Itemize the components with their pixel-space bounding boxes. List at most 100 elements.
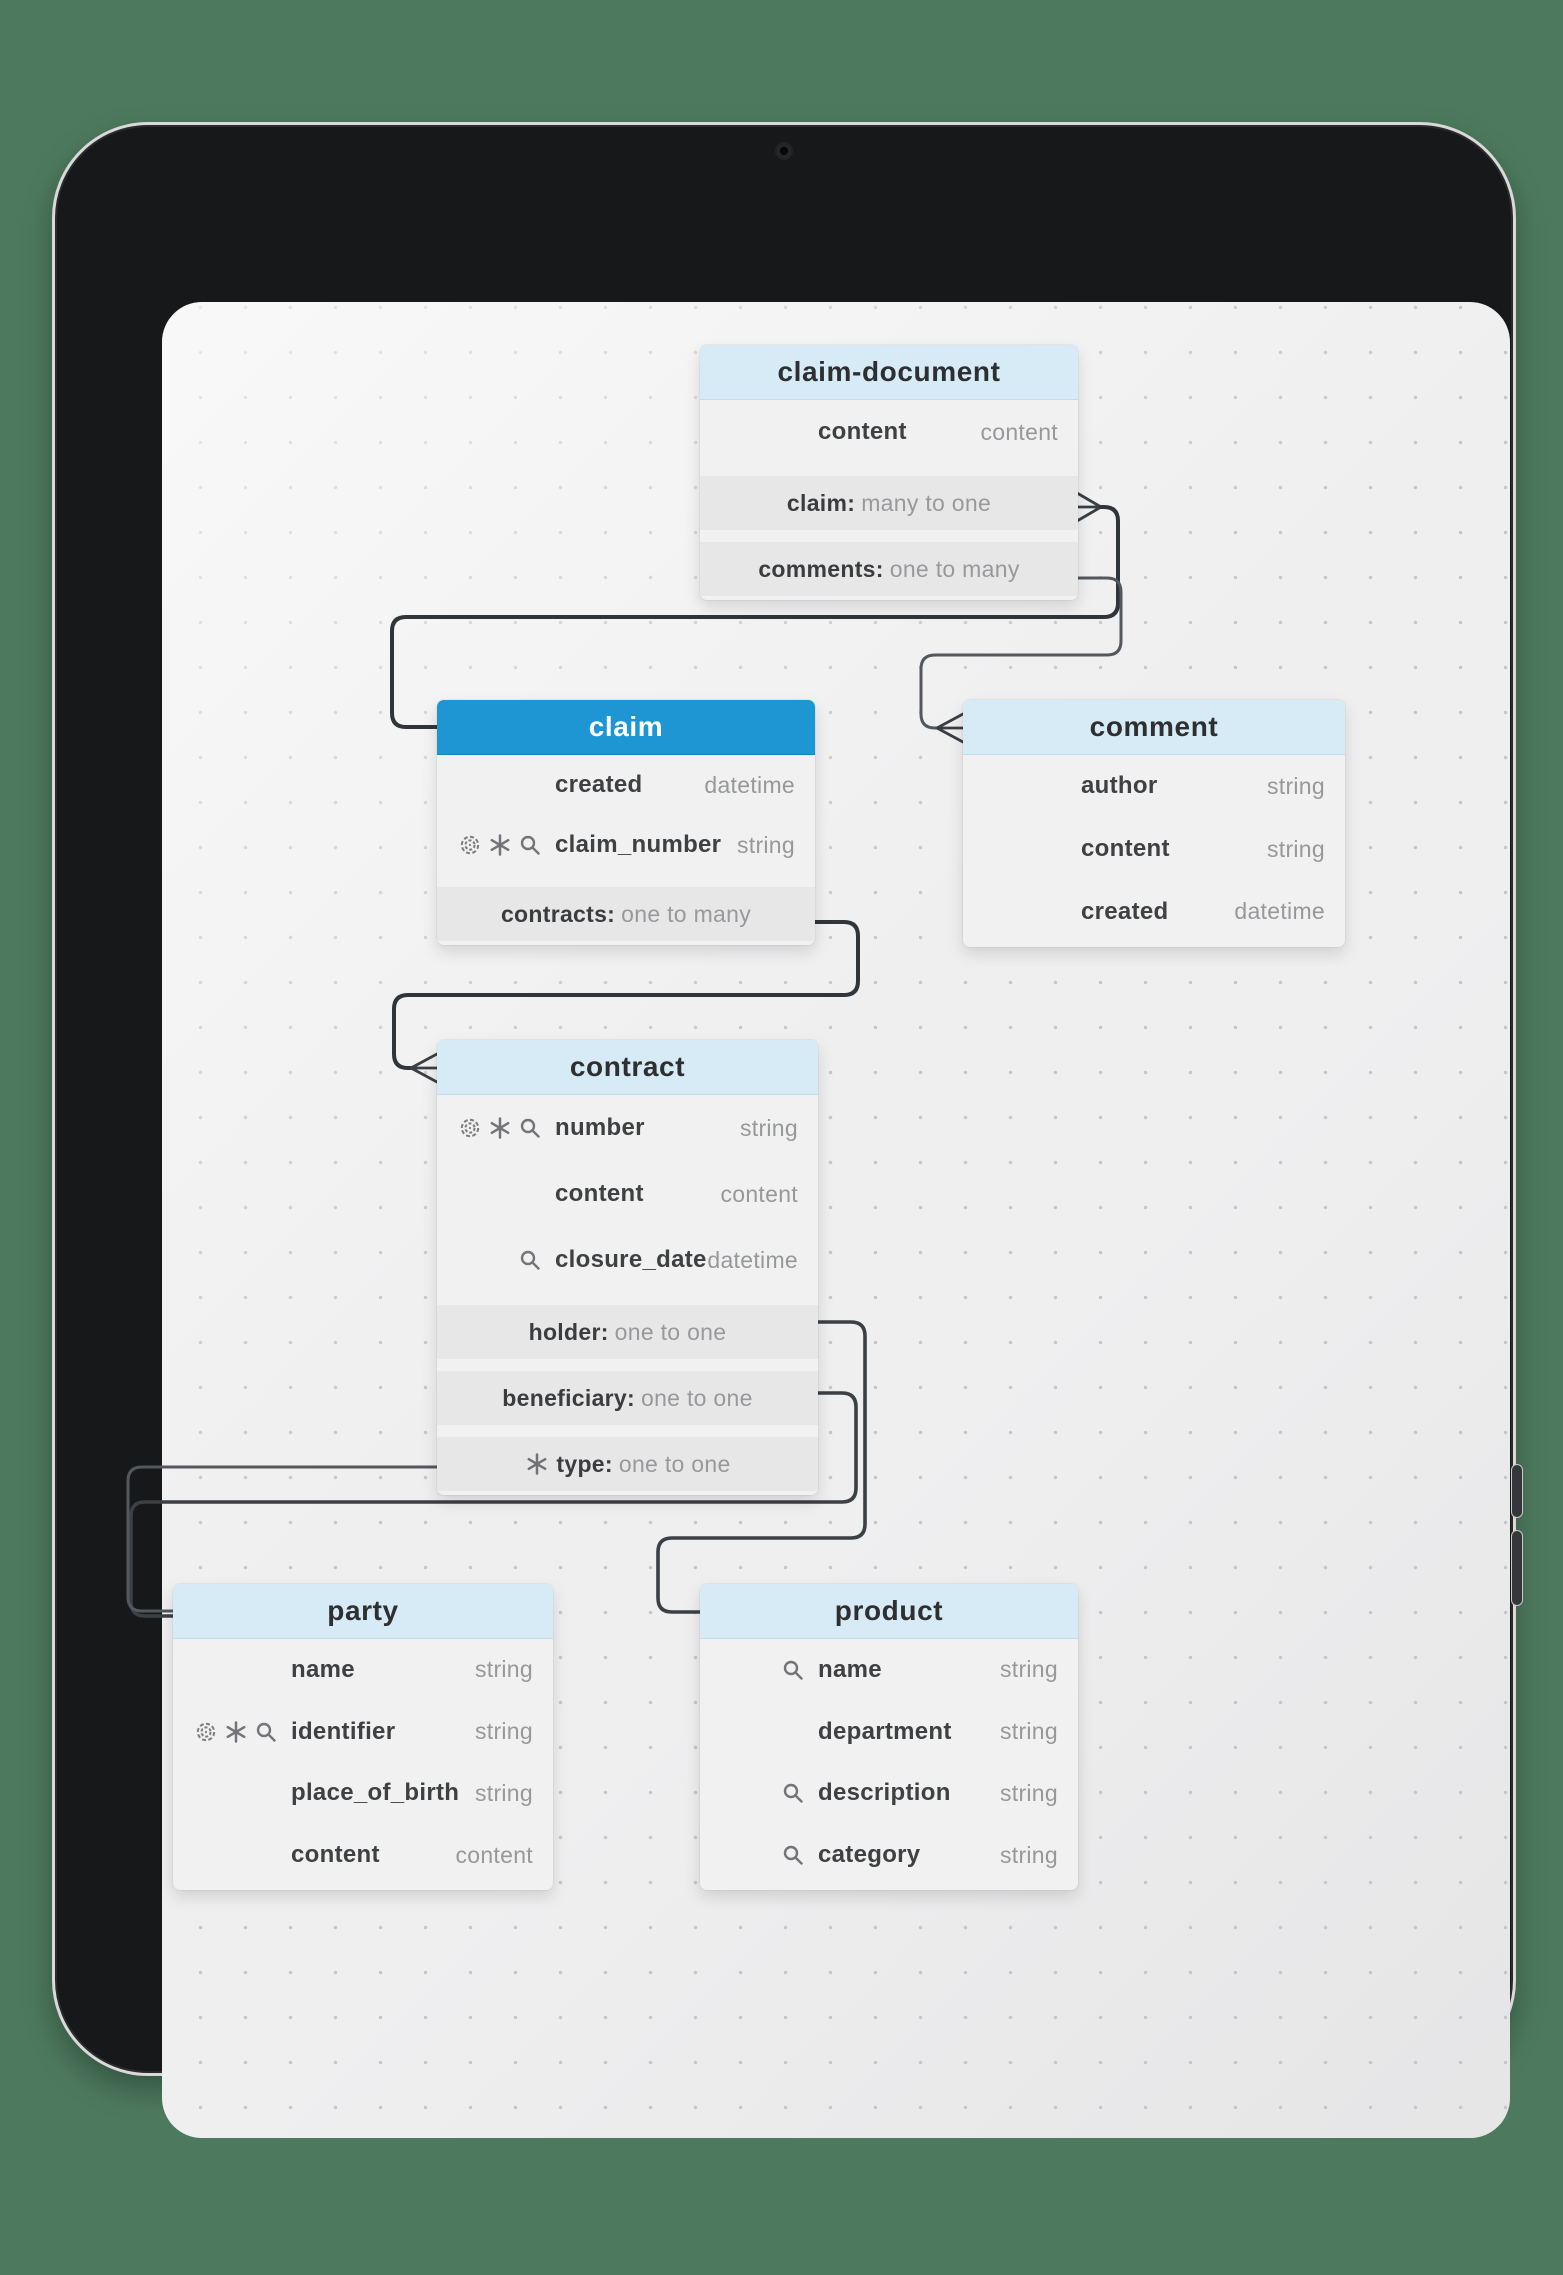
asterisk-icon (524, 1451, 550, 1477)
field-type: string (736, 831, 795, 858)
field-name: department (818, 1717, 952, 1745)
field-flags (720, 1842, 806, 1868)
field-name: created (555, 771, 643, 798)
field-name: place_of_birth (291, 1779, 460, 1807)
field-type: content (980, 418, 1058, 445)
entity-header-comment[interactable]: comment (963, 700, 1345, 755)
relation-name: type: (556, 1450, 613, 1477)
edge-claim-document-to-comment[interactable] (919, 576, 1123, 730)
relation-row-holder[interactable]: holder:one to one (437, 1305, 818, 1359)
edge-contract-to-product[interactable] (656, 1320, 867, 1614)
field-flags (720, 1657, 806, 1683)
field-flags (457, 832, 543, 858)
field-flags (720, 1780, 806, 1806)
fingerprint-icon (457, 1115, 482, 1141)
field-name: claim_number (555, 831, 722, 858)
field-type: string (1266, 835, 1325, 862)
field-row-claim_number[interactable]: claim_number string (437, 815, 815, 875)
field-name: name (818, 1655, 882, 1683)
field-type: datetime (707, 1246, 798, 1273)
field-type: string (474, 1779, 533, 1806)
field-name: content (555, 1180, 644, 1207)
field-flags (193, 1719, 279, 1745)
field-type: content (455, 1841, 533, 1868)
field-row-author[interactable]: author string (963, 755, 1345, 818)
entity-header-party[interactable]: party (173, 1584, 553, 1639)
field-name: closure_date (555, 1246, 707, 1273)
edge-claim-to-contract[interactable] (392, 920, 860, 1070)
relation-row-type[interactable]: type:one to one (437, 1437, 818, 1491)
relation-name: beneficiary: (502, 1384, 635, 1411)
field-name: identifier (291, 1717, 396, 1745)
relation-row-beneficiary[interactable]: beneficiary:one to one (437, 1371, 818, 1425)
relation-row-claim[interactable]: claim:many to one (700, 476, 1078, 530)
field-type: string (1266, 772, 1325, 799)
entity-header-claim-document[interactable]: claim-document (700, 345, 1078, 400)
entity-title: comment (1089, 711, 1219, 742)
asterisk-icon (487, 832, 512, 858)
relation-name: contracts: (500, 900, 616, 927)
asterisk-icon (223, 1719, 248, 1745)
field-type: content (720, 1180, 798, 1207)
field-type: string (474, 1656, 533, 1683)
field-type: string (999, 1779, 1058, 1806)
field-row-name[interactable]: name string (700, 1639, 1078, 1701)
entity-claim-document[interactable]: claim-document content content claim:many t… (700, 345, 1078, 600)
field-type: string (999, 1718, 1058, 1745)
field-row-department[interactable]: department string (700, 1701, 1078, 1763)
relation-cardinality: one to many (889, 555, 1020, 582)
edge-claim-document-to-claim[interactable] (390, 505, 1120, 729)
field-name: description (818, 1779, 951, 1807)
relation-row-contracts[interactable]: contracts:one to many (437, 887, 815, 941)
field-name: name (291, 1655, 355, 1683)
relation-row-comments[interactable]: comments:one to many (700, 542, 1078, 596)
entity-title: claim (588, 711, 664, 742)
field-row-place_of_birth[interactable]: place_of_birth string (173, 1763, 553, 1825)
field-flags (457, 1247, 543, 1273)
front-camera (778, 145, 790, 157)
field-row-name[interactable]: name string (173, 1639, 553, 1701)
edge-contract-to-party-holder[interactable] (126, 1465, 439, 1613)
entity-header-claim[interactable]: claim (437, 700, 815, 755)
relation-cardinality: one to many (621, 900, 752, 927)
relation-name: claim: (786, 489, 856, 516)
relation-cardinality: one to one (618, 1450, 731, 1477)
field-name: content (818, 418, 907, 445)
field-row-description[interactable]: description string (700, 1763, 1078, 1825)
field-row-content[interactable]: content content (437, 1161, 818, 1227)
search-icon (518, 1115, 543, 1141)
search-icon (780, 1842, 806, 1868)
entity-title: claim-document (777, 356, 1001, 387)
relation-cardinality: one to one (614, 1318, 727, 1345)
power-button (1512, 1531, 1522, 1605)
crow-foot-claim-document-claim (1075, 491, 1103, 523)
volume-button (1512, 1465, 1522, 1517)
field-name: content (291, 1841, 380, 1869)
entity-header-contract[interactable]: contract (437, 1040, 818, 1095)
relation-name: holder: (528, 1318, 609, 1345)
field-type: string (999, 1656, 1058, 1683)
entity-rows: content content claim:many to one comments:… (700, 400, 1078, 600)
entity-header-product[interactable]: product (700, 1584, 1078, 1639)
field-name: author (1081, 772, 1158, 800)
field-row-content[interactable]: content content (173, 1824, 553, 1886)
field-type: datetime (1234, 898, 1325, 925)
field-flags (457, 1115, 543, 1141)
field-row-content[interactable]: content content (700, 400, 1078, 464)
